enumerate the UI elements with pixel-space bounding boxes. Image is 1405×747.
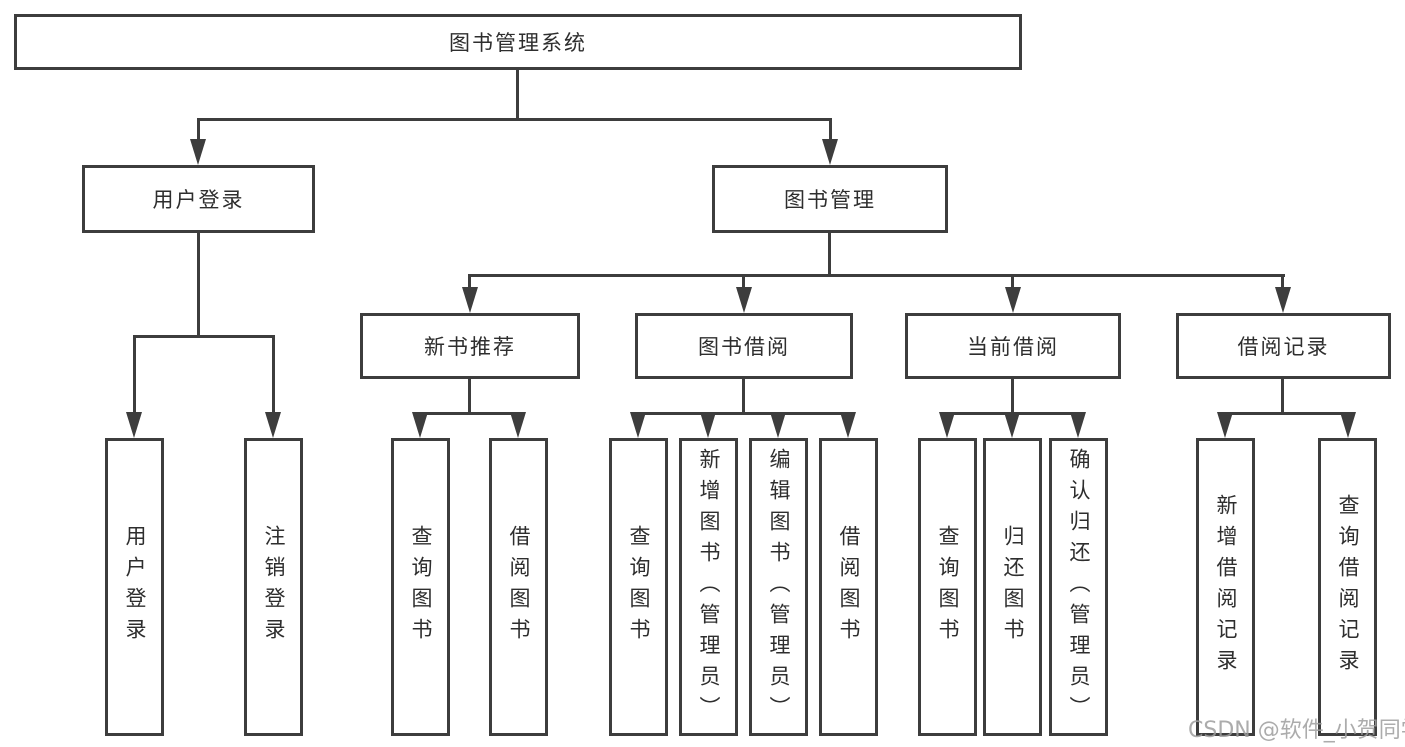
leaf-label: 确认归还（管理员） — [1067, 447, 1091, 727]
leaf-return-books: 归还图书 — [983, 438, 1042, 736]
connector-line — [637, 412, 850, 415]
connector-line — [1011, 379, 1014, 412]
leaf-label: 查询图书 — [936, 525, 960, 649]
leaf-label: 查询图书 — [409, 525, 433, 649]
leaf-label: 新增借阅记录 — [1214, 494, 1238, 680]
connector-line — [829, 118, 832, 142]
arrowhead-down — [770, 412, 786, 438]
node-book-management: 图书管理 — [712, 165, 948, 233]
connector-line — [1011, 274, 1014, 289]
arrowhead-down — [462, 287, 478, 313]
node-user-login: 用户登录 — [82, 165, 315, 233]
node-label: 借阅记录 — [1237, 335, 1330, 359]
connector-line — [468, 274, 471, 289]
arrowhead-down — [1340, 412, 1356, 438]
node-new-book-recommend: 新书推荐 — [360, 313, 580, 379]
arrowhead-down — [822, 139, 838, 165]
connector-line — [419, 412, 520, 415]
arrowhead-down — [630, 412, 646, 438]
leaf-edit-books-admin: 编辑图书（管理员） — [749, 438, 808, 736]
node-book-borrowing: 图书借阅 — [635, 313, 853, 379]
arrowhead-down — [1217, 412, 1233, 438]
leaf-add-books-admin: 新增图书（管理员） — [679, 438, 738, 736]
leaf-label: 查询图书 — [627, 525, 651, 649]
connector-line — [742, 274, 745, 289]
leaf-borrow-books-recommend: 借阅图书 — [489, 438, 548, 736]
connector-line — [1281, 379, 1284, 412]
connector-line — [468, 274, 1285, 277]
connector-line — [197, 118, 832, 121]
leaf-label: 查询借阅记录 — [1336, 494, 1360, 680]
node-label: 当前借阅 — [967, 335, 1059, 359]
connector-line — [133, 335, 275, 338]
connector-line — [272, 335, 275, 415]
arrowhead-down — [736, 287, 752, 313]
arrowhead-down — [1275, 287, 1291, 313]
arrowhead-down — [1005, 287, 1021, 313]
watermark: CSDN @软件_小贺同学 — [1188, 718, 1405, 743]
leaf-query-books-current: 查询图书 — [918, 438, 977, 736]
leaf-label: 借阅图书 — [507, 525, 531, 649]
leaf-label: 归还图书 — [1001, 525, 1025, 649]
connector-line — [742, 379, 745, 412]
leaf-query-borrow-record: 查询借阅记录 — [1318, 438, 1377, 736]
connector-line — [197, 233, 200, 335]
arrowhead-down — [190, 139, 206, 165]
connector-line — [1224, 412, 1350, 415]
arrowhead-down — [126, 412, 142, 438]
node-borrowing-records: 借阅记录 — [1176, 313, 1391, 379]
leaf-label: 借阅图书 — [837, 525, 861, 649]
connector-line — [133, 335, 136, 415]
arrowhead-down — [840, 412, 856, 438]
arrowhead-down — [1070, 412, 1086, 438]
leaf-confirm-return-admin: 确认归还（管理员） — [1049, 438, 1108, 736]
arrowhead-down — [412, 412, 428, 438]
node-label: 图书借阅 — [698, 335, 790, 359]
node-label: 图书管理 — [784, 188, 876, 212]
node-root-label: 图书管理系统 — [449, 31, 587, 55]
leaf-logout: 注销登录 — [244, 438, 303, 736]
node-label: 用户登录 — [152, 188, 245, 212]
leaf-query-books-borrow: 查询图书 — [609, 438, 668, 736]
leaf-borrow-books-borrow: 借阅图书 — [819, 438, 878, 736]
arrowhead-down — [265, 412, 281, 438]
node-current-borrowing: 当前借阅 — [905, 313, 1121, 379]
connector-line — [1281, 274, 1284, 289]
leaf-query-books-recommend: 查询图书 — [391, 438, 450, 736]
node-label: 新书推荐 — [424, 335, 516, 359]
leaf-label: 用户登录 — [123, 525, 147, 649]
leaf-user-login: 用户登录 — [105, 438, 164, 736]
leaf-add-borrow-record: 新增借阅记录 — [1196, 438, 1255, 736]
connector-line — [828, 233, 831, 274]
arrowhead-down — [939, 412, 955, 438]
leaf-label: 编辑图书（管理员） — [767, 447, 791, 727]
arrowhead-down — [1004, 412, 1020, 438]
leaf-label: 注销登录 — [262, 525, 286, 649]
connector-line — [197, 118, 200, 142]
connector-line — [468, 379, 471, 412]
leaf-label: 新增图书（管理员） — [697, 447, 721, 727]
node-root: 图书管理系统 — [14, 14, 1022, 70]
arrowhead-down — [700, 412, 716, 438]
arrowhead-down — [510, 412, 526, 438]
connector-line — [516, 70, 519, 118]
